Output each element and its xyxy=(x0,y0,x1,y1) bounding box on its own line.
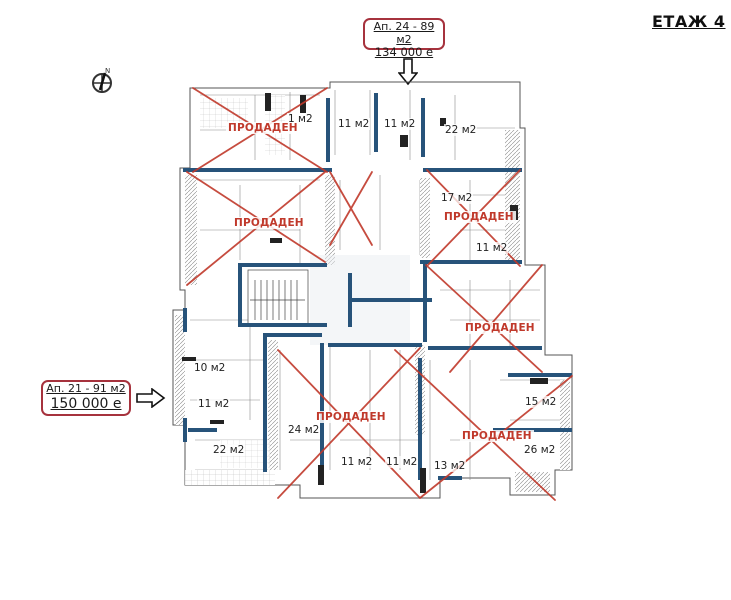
room-area-label: 10 м2 xyxy=(193,362,227,374)
apartment-21-price: 150 000 е xyxy=(50,395,122,412)
apartment-24-callout[interactable]: Ап. 24 - 89 м2 134 000 е xyxy=(363,18,445,59)
room-area-label: 24 м2 xyxy=(287,424,321,436)
sold-badge-right-upper: ПРОДАДЕН xyxy=(442,211,516,223)
sold-badge-top-left: ПРОДАДЕН xyxy=(226,122,300,134)
sold-badge-bottom-center: ПРОДАДЕН xyxy=(314,411,388,423)
room-area-label: 15 м2 xyxy=(524,396,558,408)
room-area-label: 13 м2 xyxy=(433,460,467,472)
arrow-right-icon xyxy=(136,388,166,408)
floor-title: ЕТАЖ 4 xyxy=(652,12,726,31)
arrow-down-icon xyxy=(398,58,418,86)
room-area-label: 11 м2 xyxy=(340,456,374,468)
apartment-21-callout[interactable]: Ап. 21 - 91 м2 150 000 е xyxy=(41,380,131,416)
sold-badge-right-middle: ПРОДАДЕН xyxy=(463,322,537,334)
apartment-24-title: Ап. 24 - 89 м2 xyxy=(373,20,435,46)
room-area-label: 11 м2 xyxy=(337,118,371,130)
room-area-label: 17 м2 xyxy=(440,192,474,204)
apartment-24-price: 134 000 е xyxy=(374,45,434,60)
room-area-label: 11 м2 xyxy=(197,398,231,410)
north-arrow-compass-icon: N xyxy=(92,67,112,93)
room-area-label: 22 м2 xyxy=(444,124,478,136)
room-area-label: 26 м2 xyxy=(523,444,557,456)
room-area-label: 11 м2 xyxy=(475,242,509,254)
sold-badge-bottom-right: ПРОДАДЕН xyxy=(460,430,534,442)
svg-text:N: N xyxy=(105,67,110,75)
apartment-21-title: Ап. 21 - 91 м2 xyxy=(46,382,126,395)
room-area-label: 11 м2 xyxy=(383,118,417,130)
sold-badge-mid-left: ПРОДАДЕН xyxy=(232,217,306,229)
room-area-label: 11 м2 xyxy=(385,456,419,468)
room-area-label: 22 м2 xyxy=(212,444,246,456)
